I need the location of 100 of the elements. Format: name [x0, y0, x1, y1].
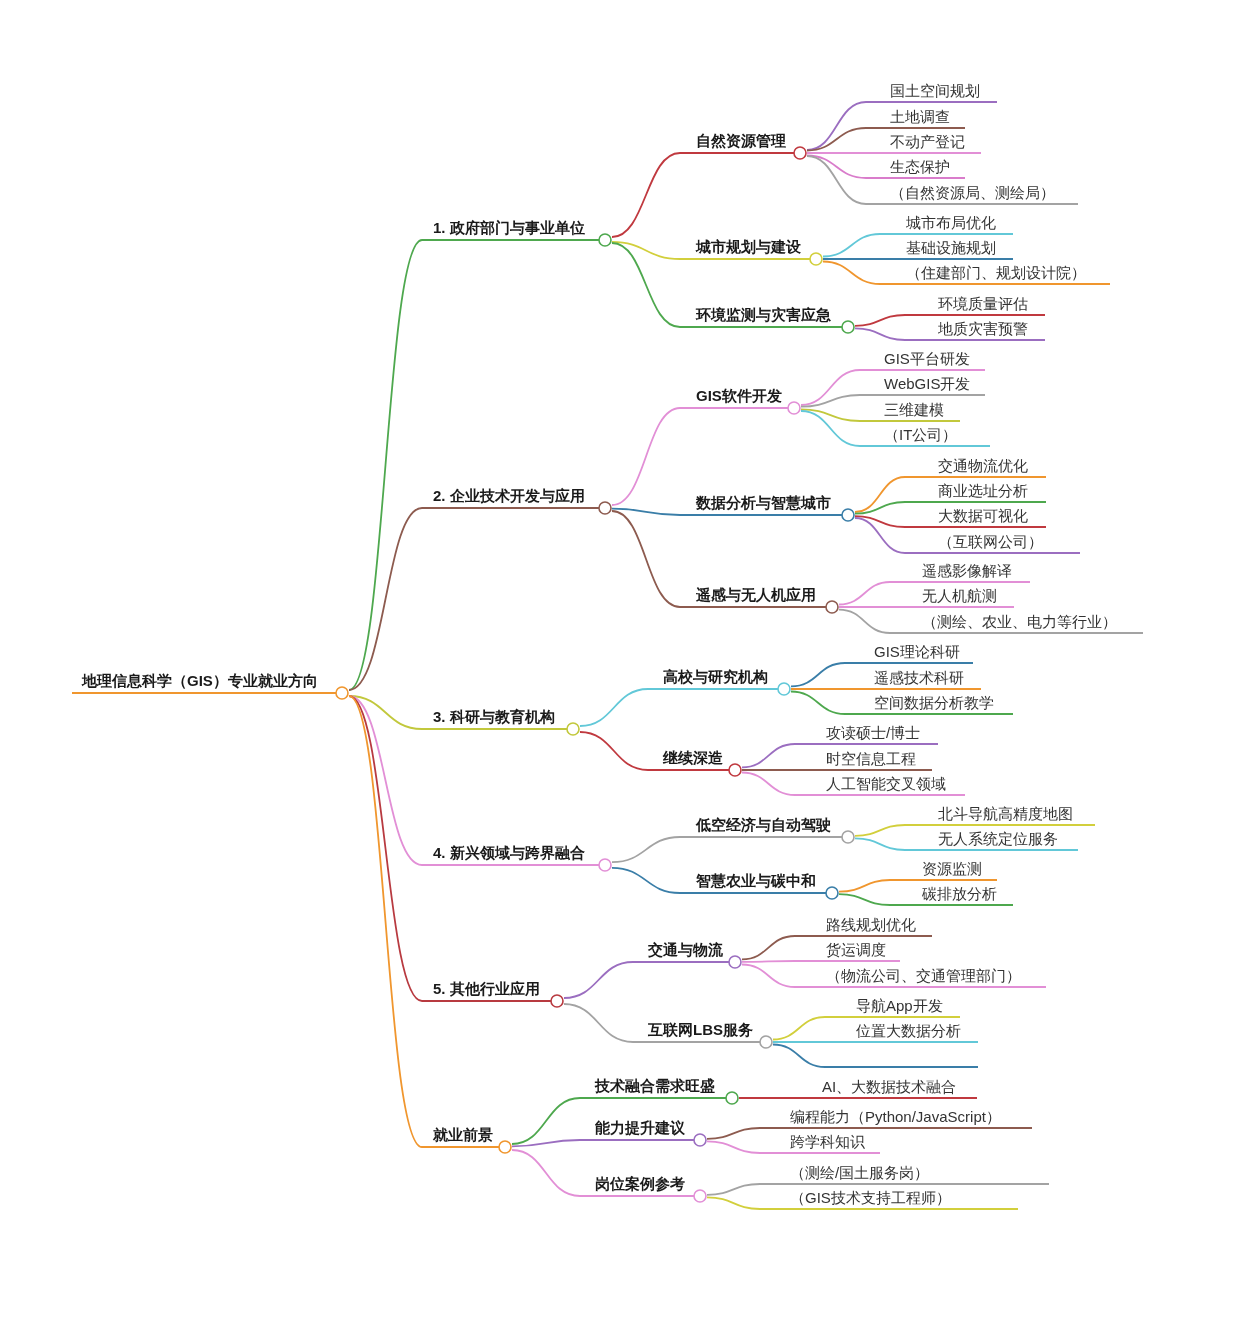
branch-connector	[806, 152, 867, 154]
blank-line	[825, 1066, 978, 1068]
topic-text: 数据分析与智慧城市	[696, 493, 831, 513]
branch-connector	[800, 410, 861, 447]
leaf-topic: 土地调查	[866, 106, 965, 129]
branch-connector	[706, 1183, 761, 1196]
branch-connector	[511, 1097, 581, 1145]
leaf-topic: （互联网公司）	[905, 531, 1080, 554]
branch-connector	[838, 608, 891, 634]
topic-text: 技术融合需求旺盛	[595, 1076, 715, 1096]
branch-connector	[348, 507, 423, 691]
branch-connector	[348, 695, 423, 866]
branch-connector	[806, 127, 867, 152]
leaf-topic: AI、大数据技术融合	[790, 1076, 977, 1099]
branch-connector	[741, 960, 796, 963]
branch-connector	[822, 233, 881, 258]
topic-text: 2. 企业技术开发与应用	[433, 486, 585, 506]
topic-text: 遥感与无人机应用	[696, 585, 816, 605]
branch-connector	[511, 1139, 581, 1148]
branch-connector	[854, 515, 906, 528]
branch-connector	[611, 507, 681, 516]
leaf-topic: （物流公司、交通管理部门）	[795, 965, 1046, 988]
topic-text: 低空经济与自动驾驶	[696, 815, 831, 835]
leaf-topic: 生态保护	[866, 156, 965, 179]
branch-connector	[772, 1043, 826, 1068]
leaf-topic: 路线规划优化	[795, 914, 932, 937]
leaf-topic: GIS理论科研	[845, 641, 973, 664]
leaf-topic: 攻读硕士/博士	[795, 722, 938, 745]
branch-connector	[806, 155, 867, 205]
branch-connector	[579, 731, 649, 771]
branch-connector	[611, 407, 681, 506]
leaf-topic: 导航App开发	[825, 995, 960, 1018]
branch-connector	[611, 152, 681, 238]
branch-connector	[611, 241, 681, 260]
branch-connector	[563, 961, 634, 999]
topic-text: 高校与研究机构	[663, 667, 768, 687]
branch-connector	[611, 866, 681, 894]
leaf-topic: 遥感影像解译	[890, 560, 1030, 583]
branch-connector	[838, 581, 891, 606]
leaf-topic: （自然资源局、测绘局）	[866, 182, 1078, 205]
branch-connector	[838, 606, 891, 608]
branch-connector	[806, 101, 867, 151]
branch-connector	[800, 408, 861, 422]
leaf-topic: 位置大数据分析	[825, 1020, 978, 1043]
topic-text: 继续深造	[663, 748, 723, 768]
leaf-topic: 不动产登记	[866, 131, 981, 154]
leaf-topic: （住建部门、规划设计院）	[880, 262, 1110, 285]
branch-connector	[741, 769, 796, 771]
leaf-topic: 北斗导航高精度地图	[905, 803, 1095, 826]
leaf-topic: 交通物流优化	[905, 455, 1046, 478]
branch-connector	[800, 394, 861, 408]
topic-text: GIS软件开发	[696, 386, 782, 406]
branch-connector	[348, 239, 423, 691]
topic-text: 环境监测与灾害应急	[696, 305, 831, 325]
leaf-topic: （测绘/国土服务岗）	[760, 1162, 1049, 1185]
leaf-topic: 地质灾害预警	[905, 318, 1045, 341]
leaf-topic: 无人系统定位服务	[905, 828, 1078, 851]
branch-connector	[854, 824, 906, 837]
branch-connector	[741, 935, 796, 961]
topic-text: 3. 科研与教育机构	[433, 707, 555, 727]
leaf-topic: 空间数据分析教学	[845, 692, 1013, 715]
leaf-topic: （测绘、农业、电力等行业）	[890, 611, 1143, 634]
leaf-topic: 跨学科知识	[760, 1131, 880, 1154]
branch-connector	[348, 695, 423, 1148]
branch-connector	[800, 369, 861, 406]
branch-connector	[738, 1097, 791, 1099]
topic-text: 就业前景	[433, 1125, 493, 1145]
topic-text: 地理信息科学（GIS）专业就业方向	[82, 671, 318, 691]
branch-connector	[741, 743, 796, 769]
leaf-topic: 城市布局优化	[880, 212, 1013, 235]
branch-connector	[822, 260, 881, 285]
branch-connector	[854, 327, 906, 341]
leaf-topic: 国土空间规划	[866, 80, 997, 103]
topic-text: 岗位案例参考	[595, 1174, 685, 1194]
topic-text: 能力提升建议	[595, 1118, 685, 1138]
leaf-topic: 大数据可视化	[905, 505, 1046, 528]
branch-connector	[822, 258, 881, 260]
branch-connector	[854, 314, 906, 327]
topic-text: 互联网LBS服务	[648, 1020, 753, 1040]
leaf-topic: 基础设施规划	[880, 237, 1013, 260]
leaf-topic: （IT公司）	[860, 424, 990, 447]
topic-text: 智慧农业与碳中和	[696, 871, 816, 891]
topic-text: 4. 新兴领域与跨界融合	[433, 843, 585, 863]
leaf-topic: 编程能力（Python/JavaScript）	[760, 1106, 1032, 1129]
leaf-topic: 环境质量评估	[905, 293, 1045, 316]
branch-connector	[579, 688, 649, 727]
branch-connector	[854, 837, 906, 851]
topic-text: 城市规划与建设	[696, 237, 801, 257]
branch-connector	[706, 1196, 761, 1210]
branch-connector	[772, 1041, 826, 1043]
branch-connector	[741, 771, 796, 796]
branch-connector	[741, 963, 796, 988]
branch-connector	[511, 1149, 581, 1197]
branch-connector	[772, 1016, 826, 1041]
leaf-topic: 人工智能交叉领域	[795, 773, 965, 796]
branch-connector	[706, 1140, 761, 1154]
leaf-topic: 无人机航测	[890, 585, 1014, 608]
leaf-topic: 货运调度	[795, 939, 900, 962]
topic-text: 1. 政府部门与事业单位	[433, 218, 585, 238]
leaf-topic: 商业选址分析	[905, 480, 1046, 503]
